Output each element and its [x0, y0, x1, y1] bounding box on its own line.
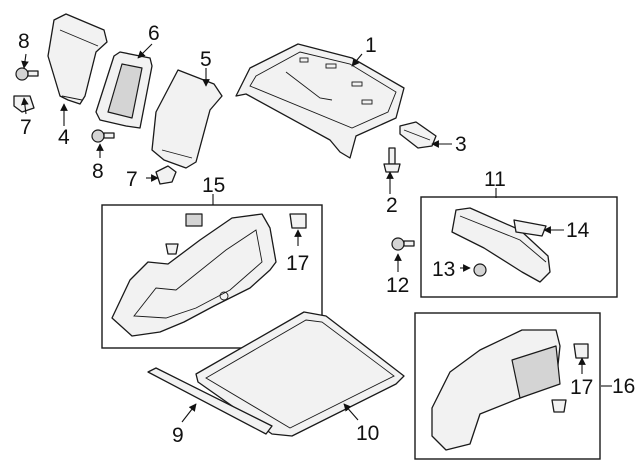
part-15-trunk-trim	[111, 213, 307, 337]
callout-16: 16	[612, 375, 635, 398]
callout-6: 6	[148, 22, 160, 45]
callout-8-mid: 8	[92, 160, 104, 183]
callout-9: 9	[172, 424, 184, 447]
part-4-panel	[47, 13, 108, 105]
callout-12: 12	[386, 274, 409, 297]
callout-7-left: 7	[20, 116, 32, 139]
part-8-screw-top	[15, 67, 39, 81]
callout-5: 5	[200, 48, 212, 71]
callout-8-top: 8	[18, 30, 30, 53]
callout-14: 14	[566, 219, 590, 242]
part-7-clip-mid	[155, 165, 177, 185]
callout-13: 13	[432, 258, 455, 281]
part-9-sill-plate	[147, 367, 273, 435]
part-1-package-tray	[235, 43, 405, 159]
callout-4: 4	[58, 126, 70, 149]
part-3-bracket	[399, 121, 437, 149]
part-5-panel	[151, 69, 223, 169]
part-6-panel	[95, 51, 153, 129]
part-11-trim	[451, 207, 551, 283]
callout-1: 1	[365, 34, 377, 57]
callout-2: 2	[386, 194, 398, 217]
callout-7-mid: 7	[126, 168, 138, 191]
callout-17-right: 17	[570, 376, 593, 399]
leader-lines	[21, 43, 612, 423]
part-2-bolt	[383, 147, 401, 173]
part-12-screw	[391, 237, 415, 251]
part-10-floor-mat	[195, 311, 405, 437]
callout-15: 15	[202, 174, 225, 197]
part-8-screw-mid	[91, 129, 115, 143]
callout-3: 3	[455, 133, 467, 156]
callout-10: 10	[356, 422, 379, 445]
part-16-trunk-trim	[431, 329, 589, 451]
callout-17-left: 17	[286, 252, 309, 275]
callout-11: 11	[484, 168, 506, 191]
